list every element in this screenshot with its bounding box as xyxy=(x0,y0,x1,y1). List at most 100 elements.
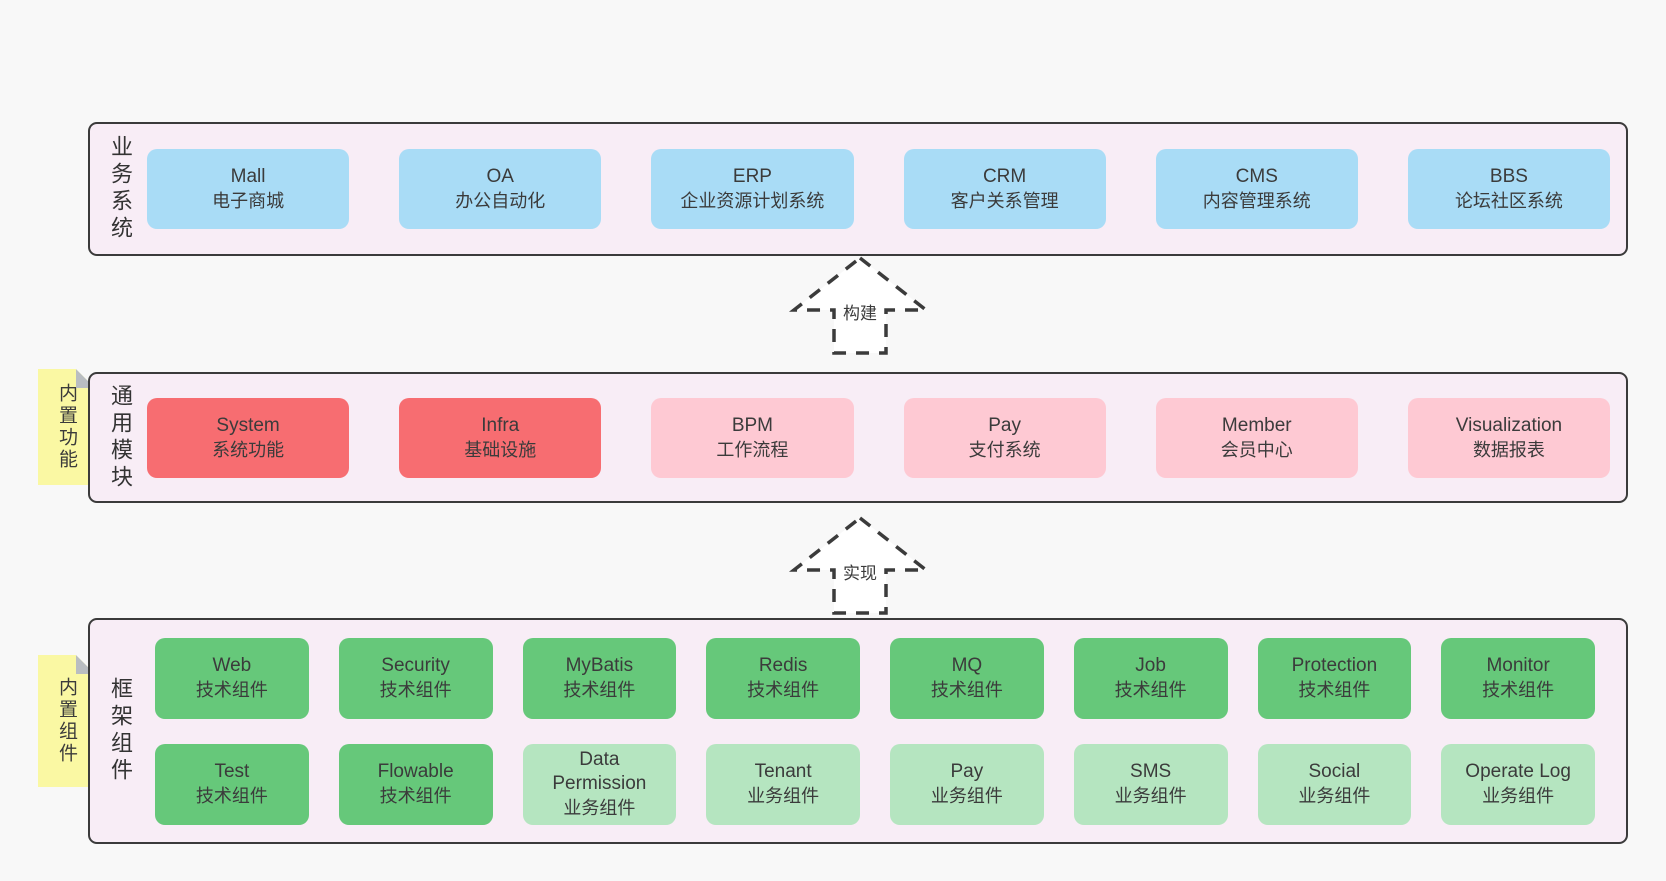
sticky-tag-label: 内置功能 xyxy=(56,383,77,471)
node-name: Protection xyxy=(1291,655,1378,676)
node-name: OA xyxy=(486,166,514,187)
node-infra: Infra 基础设施 xyxy=(399,397,602,478)
band-framework-components: 框架组件 Web 技术组件 Security 技术组件 MyBatis 技术组件 Redis 技… xyxy=(88,618,1628,844)
node-job: Job 技术组件 xyxy=(1073,637,1228,719)
sticky-tag-common-modules: 内置功能 xyxy=(38,369,95,485)
node-name: Data Permission xyxy=(552,749,647,794)
node-name: Monitor xyxy=(1486,655,1550,676)
node-description: 技术组件 xyxy=(195,680,268,700)
node-description: 技术组件 xyxy=(1482,680,1555,700)
node-erp: ERP 企业资源计划系统 xyxy=(651,149,854,229)
node-data-permission: Data Permission 业务组件 xyxy=(522,743,677,825)
node-cms: CMS 内容管理系统 xyxy=(1155,149,1358,229)
node-description: 系统功能 xyxy=(212,439,285,460)
node-name: CMS xyxy=(1235,166,1278,187)
node-description: 论坛社区系统 xyxy=(1454,191,1563,211)
node-name: Operate Log xyxy=(1465,761,1571,782)
node-test: Test 技术组件 xyxy=(155,743,309,825)
band-side-label-framework-components: 框架组件 xyxy=(108,677,133,785)
node-name: MQ xyxy=(951,655,983,676)
node-description: 业务组件 xyxy=(1298,786,1371,806)
node-description: 技术组件 xyxy=(195,786,268,806)
node-description: 基础设施 xyxy=(464,439,537,460)
node-name: CRM xyxy=(982,166,1027,187)
node-description: 支付系统 xyxy=(968,439,1041,460)
node-security: Security 技术组件 xyxy=(338,637,493,719)
node-description: 技术组件 xyxy=(563,680,636,700)
node-name: ERP xyxy=(732,166,772,187)
node-mq: MQ 技术组件 xyxy=(890,637,1044,719)
node-description: 业务组件 xyxy=(1114,786,1187,806)
sticky-tag-framework-components: 内置组件 xyxy=(38,655,95,787)
node-name: Pay xyxy=(988,414,1021,436)
node-description: 技术组件 xyxy=(379,786,452,806)
node-description: 会员中心 xyxy=(1220,439,1293,460)
node-name: SMS xyxy=(1130,761,1172,782)
node-name: MyBatis xyxy=(565,655,634,676)
arrow-implement: 实现 xyxy=(785,516,935,616)
node-name: Infra xyxy=(481,414,520,436)
node-crm: CRM 客户关系管理 xyxy=(903,149,1106,229)
node-name: Job xyxy=(1135,655,1166,676)
node-name: BPM xyxy=(731,414,774,436)
node-name: Test xyxy=(214,761,250,782)
node-name: Security xyxy=(381,655,450,676)
node-bbs: BBS 论坛社区系统 xyxy=(1407,149,1611,229)
node-description: 业务组件 xyxy=(1482,786,1555,806)
node-name: Member xyxy=(1221,414,1292,436)
node-name: Web xyxy=(212,655,252,676)
node-description: 技术组件 xyxy=(747,680,820,700)
band-rows: Mall 电子商城 OA 办公自动化 ERP 企业资源计划系统 CRM 客户关系管理 CMS 内容… xyxy=(147,124,1611,254)
node-description: 办公自动化 xyxy=(455,191,546,211)
node-description: 业务组件 xyxy=(930,786,1003,806)
node-name: Tenant xyxy=(754,761,812,782)
node-description: 业务组件 xyxy=(747,786,820,806)
node-name: System xyxy=(216,414,280,436)
band-side-label-common-modules: 通用模块 xyxy=(108,383,133,492)
band-row: Mall 电子商城 OA 办公自动化 ERP 企业资源计划系统 CRM 客户关系管理 CMS 内容… xyxy=(147,149,1611,229)
node-description: 业务组件 xyxy=(563,798,636,818)
arrow-build: 构建 xyxy=(785,256,935,356)
band-common-modules: 通用模块 System 系统功能 Infra 基础设施 BPM 工作流程 Pay 支付系统 Mem… xyxy=(88,372,1628,503)
node-description: 企业资源计划系统 xyxy=(680,191,825,211)
arrow-label: 实现 xyxy=(843,564,877,583)
node-redis: Redis 技术组件 xyxy=(706,637,860,719)
node-protection: Protection 技术组件 xyxy=(1257,637,1412,719)
node-description: 内容管理系统 xyxy=(1202,191,1311,211)
node-operate-log: Operate Log 业务组件 xyxy=(1441,743,1595,825)
node-name: Social xyxy=(1308,761,1361,782)
node-web: Web 技术组件 xyxy=(155,637,309,719)
node-description: 数据报表 xyxy=(1472,439,1545,460)
arrow-label: 构建 xyxy=(843,304,877,323)
node-name: Redis xyxy=(758,655,808,676)
node-name: BBS xyxy=(1489,166,1528,187)
node-bpm: BPM 工作流程 xyxy=(651,397,854,478)
node-name: Mall xyxy=(230,166,266,187)
sticky-tag-label: 内置组件 xyxy=(56,677,77,765)
node-description: 技术组件 xyxy=(1298,680,1371,700)
node-description: 工作流程 xyxy=(716,439,789,460)
node-mybatis: MyBatis 技术组件 xyxy=(522,637,677,719)
node-description: 客户关系管理 xyxy=(950,191,1059,211)
node-description: 技术组件 xyxy=(1114,680,1187,700)
band-row: System 系统功能 Infra 基础设施 BPM 工作流程 Pay 支付系统 Member 会… xyxy=(147,397,1611,478)
node-description: 电子商城 xyxy=(212,191,285,211)
band-rows: System 系统功能 Infra 基础设施 BPM 工作流程 Pay 支付系统 Member 会… xyxy=(147,374,1611,501)
node-mall: Mall 电子商城 xyxy=(147,149,350,229)
dashed-up-arrow-icon xyxy=(788,516,932,615)
node-system: System 系统功能 xyxy=(147,397,350,478)
node-tenant: Tenant 业务组件 xyxy=(706,743,860,825)
node-description: 技术组件 xyxy=(379,680,452,700)
node-name: Pay xyxy=(950,761,984,782)
node-oa: OA 办公自动化 xyxy=(399,149,602,229)
dashed-up-arrow-icon xyxy=(788,256,932,355)
node-description: 技术组件 xyxy=(930,680,1003,700)
node-sms: SMS 业务组件 xyxy=(1073,743,1228,825)
node-monitor: Monitor 技术组件 xyxy=(1441,637,1595,719)
node-social: Social 业务组件 xyxy=(1257,743,1412,825)
